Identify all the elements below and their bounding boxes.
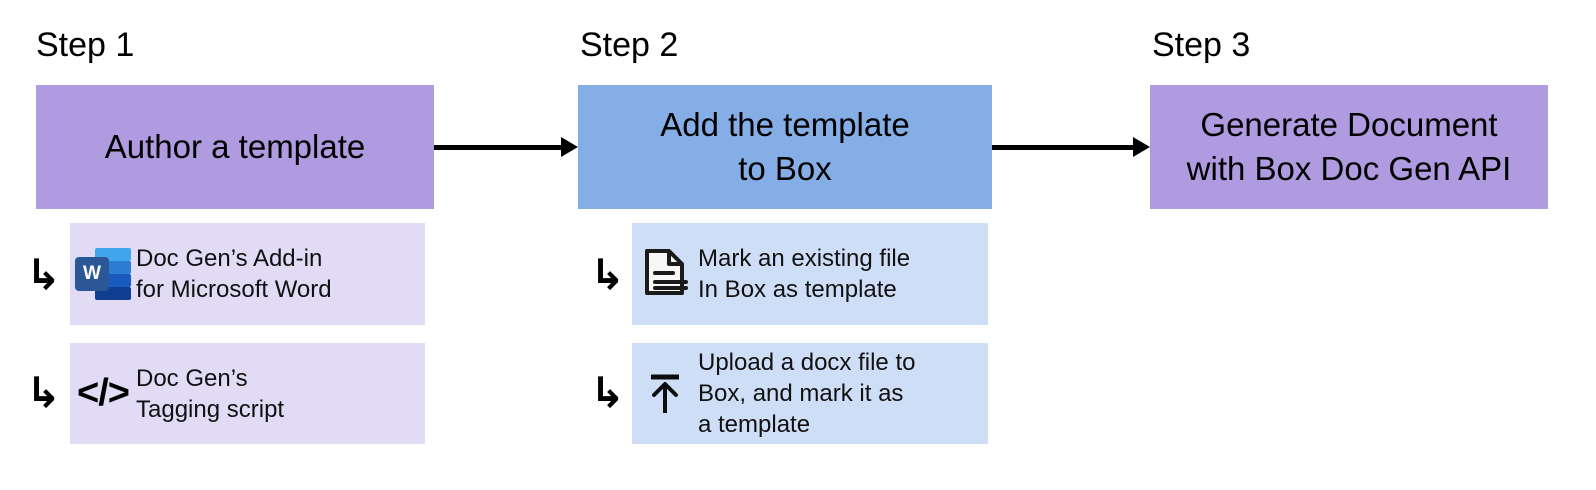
step-2-sub-item-mark-existing[interactable]: Mark an existing file In Box as template <box>632 223 988 325</box>
step-1-sub-item-1-text: Doc Gen’s Add-in for Microsoft Word <box>136 245 332 303</box>
arrow-step1-to-step2 <box>434 137 578 157</box>
code-brackets-icon: </> <box>70 372 136 415</box>
upload-arrow-icon <box>632 369 698 419</box>
elbow-arrow-step1-item2: ↳ <box>26 368 62 417</box>
code-brackets-glyph: </> <box>77 372 130 414</box>
arrow-step2-to-step3 <box>992 137 1150 157</box>
elbow-arrow-step1-item1: ↳ <box>26 250 62 299</box>
document-mark-icon <box>632 248 698 300</box>
elbow-arrow-step2-item1: ↳ <box>590 250 626 299</box>
step-3-stage-box[interactable]: Generate Document with Box Doc Gen API <box>1150 85 1548 209</box>
step-2-label: Step 2 <box>580 26 679 64</box>
step-1-sub-item-tagging-script[interactable]: </> Doc Gen’s Tagging script <box>70 343 425 444</box>
step-2-sub-item-2-text: Upload a docx file to Box, and mark it a… <box>698 349 916 438</box>
step-2-stage-box[interactable]: Add the template to Box <box>578 85 992 209</box>
step-1-label: Step 1 <box>36 26 135 64</box>
step-1-stage-text: Author a template <box>104 128 366 165</box>
word-icon-letter: W <box>75 257 109 291</box>
step-2-stage-text: Add the template to Box <box>660 106 910 187</box>
step-2-sub-item-1-text: Mark an existing file In Box as template <box>698 245 911 303</box>
elbow-arrow-step2-item2: ↳ <box>590 368 626 417</box>
step-1-stage-box[interactable]: Author a template <box>36 85 434 209</box>
step-3-label: Step 3 <box>1152 26 1251 64</box>
step-1-sub-item-word-addin[interactable]: W Doc Gen’s Add-in for Microsoft Word <box>70 223 425 325</box>
step-1-sub-item-2-text: Doc Gen’s Tagging script <box>136 364 285 423</box>
microsoft-word-icon: W <box>70 246 136 302</box>
step-2-sub-item-upload-docx[interactable]: Upload a docx file to Box, and mark it a… <box>632 343 988 444</box>
step-3-stage-text: Generate Document with Box Doc Gen API <box>1186 106 1512 187</box>
